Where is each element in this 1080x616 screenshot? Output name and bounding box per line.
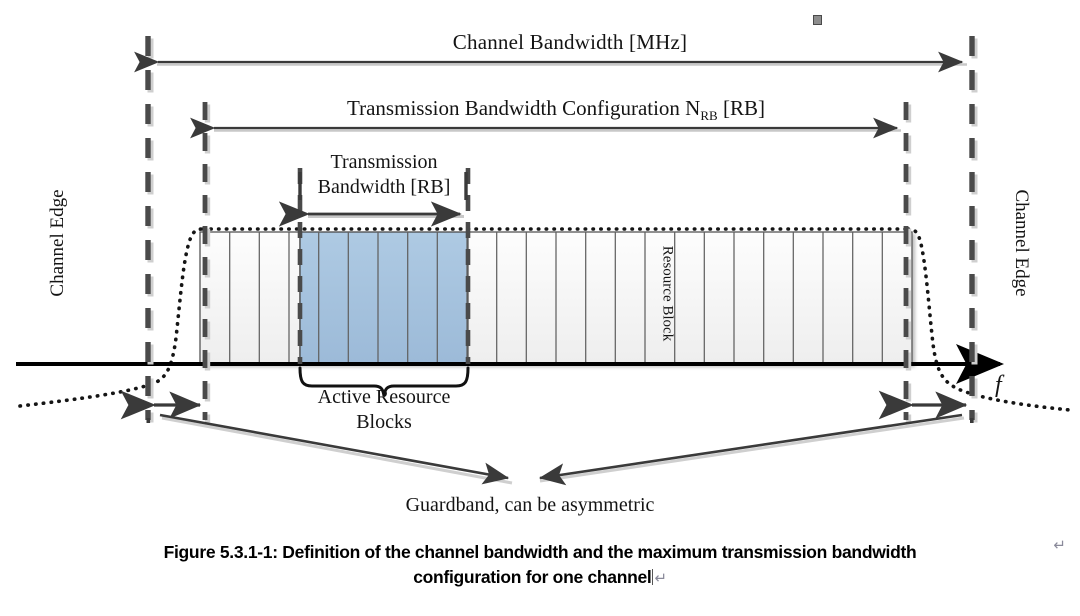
end-of-line-mark-icon: ↵ (1053, 537, 1066, 554)
resource-block-grid (199, 231, 913, 365)
figure-caption: Figure 5.3.1-1: Definition of the channe… (0, 540, 1080, 591)
label-tx-bandwidth-line2: Bandwidth [RB] (317, 176, 451, 198)
text-cursor-icon (652, 569, 654, 585)
bandwidth-diagram (16, 36, 1072, 486)
label-guardband-text: Guardband, can be asymmetric (405, 494, 655, 516)
label-active-rb-line2: Blocks (356, 411, 412, 433)
active-blocks-brace (298, 366, 470, 397)
label-active-rb-line1: Active Resource (317, 386, 451, 408)
label-channel-bandwidth-text: Channel Bandwidth [MHz] (452, 30, 688, 54)
tx-config-right-line (903, 102, 912, 423)
spectral-mask-curve (18, 227, 1072, 412)
guardband-leader-right (538, 413, 965, 486)
label-tx-config-subscript: RB (700, 108, 718, 124)
guardband-leader-left (159, 413, 513, 485)
tx-config-left-line (202, 102, 211, 423)
label-channel-bandwidth: Channel Bandwidth [MHz] (0, 30, 1080, 55)
figure-caption-line2-wrap: configuration for one channel↵ (0, 565, 1080, 591)
label-channel-edge-right: Channel Edge (1011, 189, 1032, 297)
label-guardband: Guardband, can be asymmetric (0, 494, 1080, 517)
tx-bandwidth-tick-marks (298, 172, 468, 200)
label-resource-block: Resource Block (659, 245, 676, 342)
label-channel-edge-left: Channel Edge (47, 189, 68, 297)
label-transmission-bandwidth: Transmission Bandwidth [RB] (268, 150, 500, 200)
guardband-endpoint-ticks (146, 418, 974, 423)
figure-caption-line2: configuration for one channel (413, 567, 652, 587)
channel-bandwidth-dimension-arrow (134, 51, 967, 73)
label-tx-bandwidth-line1: Transmission (330, 151, 438, 173)
tx-bandwidth-dimension-arrow (278, 201, 464, 227)
label-tx-config-prefix: Transmission Bandwidth Configuration N (347, 96, 701, 120)
label-transmission-bandwidth-configuration: Transmission Bandwidth Configuration NRB… (0, 96, 1080, 124)
label-tx-config-suffix: [RB] (717, 96, 765, 120)
tx-config-dimension-arrow (190, 117, 901, 139)
stray-mark-icon (813, 15, 822, 25)
figure-caption-line1: Figure 5.3.1-1: Definition of the channe… (163, 542, 917, 562)
channel-edge-left-line (145, 36, 154, 423)
label-frequency-axis: f (995, 372, 1002, 398)
channel-edge-right-line (969, 36, 978, 423)
paragraph-mark-icon: ↵ (654, 570, 667, 587)
label-active-resource-blocks: Active Resource Blocks (268, 385, 500, 435)
